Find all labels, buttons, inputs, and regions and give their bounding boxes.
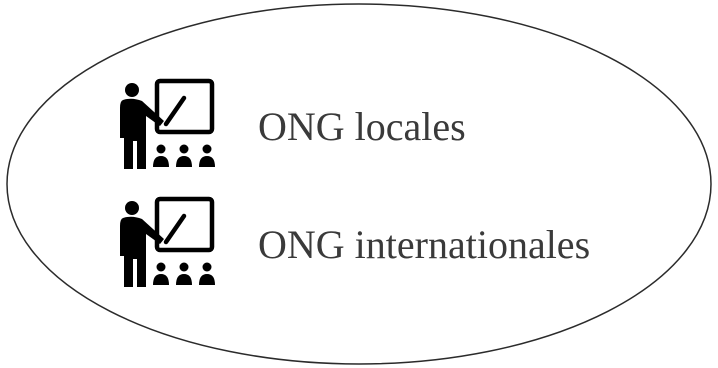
item-label-local: ONG locales: [258, 104, 466, 149]
teacher-presenting-icon: [120, 196, 215, 287]
list-item: ONG locales: [118, 76, 466, 174]
teacher-presenting-icon: [120, 78, 215, 169]
item-label-international: ONG internationales: [258, 222, 591, 267]
list-item: ONG internationales: [118, 194, 590, 292]
